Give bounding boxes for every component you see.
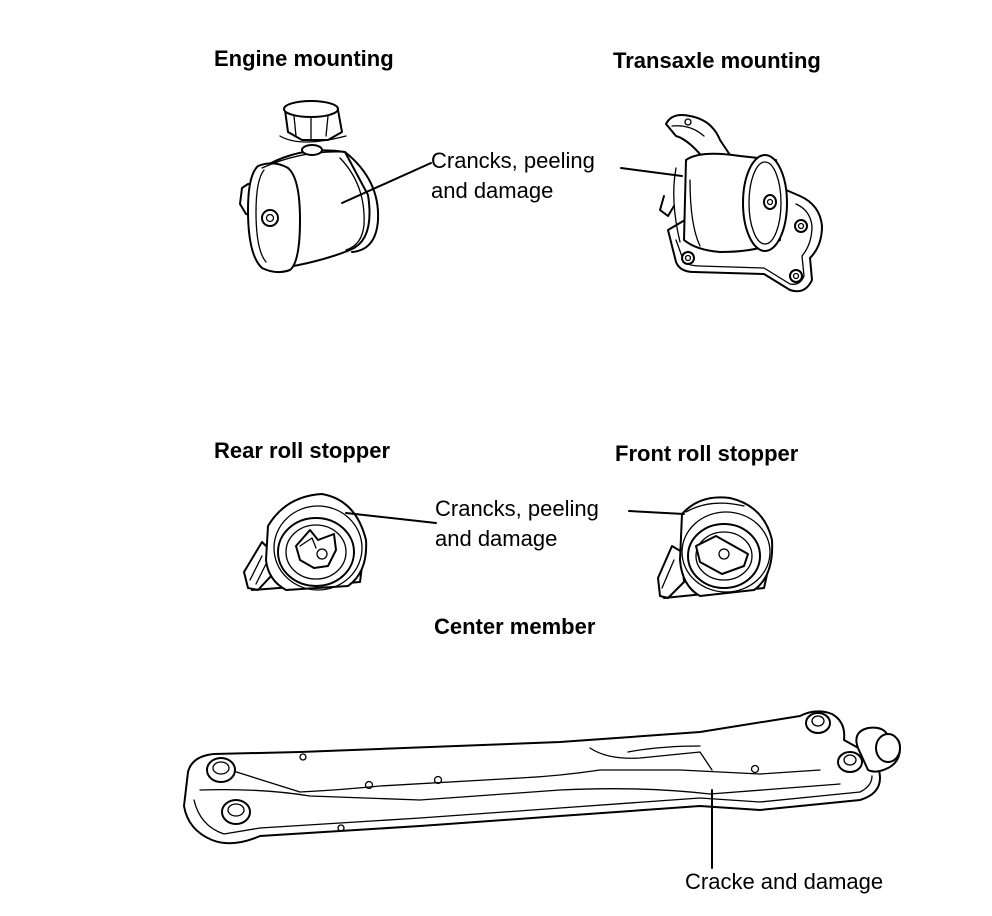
mounting-callout-line-2: and damage [431,178,554,203]
center-member-title: Center member [434,614,596,639]
mounting-callout-line-1: Crancks, peeling [431,148,595,173]
rear-roll-stopper-leader-line [345,512,437,524]
transaxle-mounting-drawing [659,114,823,293]
rear-roll-stopper-drawing [243,493,368,591]
roll-stopper-callout: Crancks, peeling and damage [435,494,599,554]
engine-mounting-drawing [239,100,380,274]
rear-roll-stopper-title: Rear roll stopper [214,438,391,463]
roll-stopper-callout-line-1: Crancks, peeling [435,496,599,521]
front-roll-stopper-drawing [657,496,774,599]
front-roll-stopper-leader-line [628,510,685,515]
center-member-drawing [183,710,901,845]
center-member-callout: Cracke and damage [685,869,884,894]
transaxle-mounting-leader-line [620,167,683,177]
engine-mounting-leader-line [341,162,432,204]
transaxle-mounting-title: Transaxle mounting [613,48,821,73]
roll-stopper-callout-line-2: and damage [435,526,558,551]
mounting-callout: Crancks, peeling and damage [431,146,595,206]
engine-mounting-title: Engine mounting [214,46,394,71]
front-roll-stopper-title: Front roll stopper [615,441,799,466]
